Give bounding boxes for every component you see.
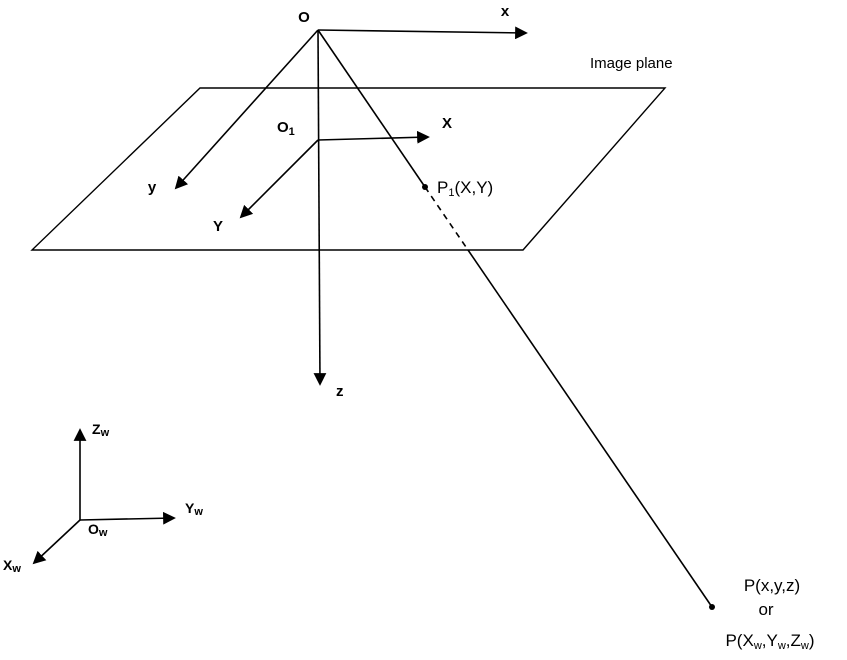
world-y-axis	[79, 511, 176, 525]
camera-y-axis	[174, 29, 319, 190]
projection-ray-upper	[317, 29, 426, 188]
image-plane-outline	[30, 87, 667, 251]
projection-ray-dashed	[424, 186, 469, 251]
image-y-axis-label: Y	[213, 218, 223, 235]
image-x-axis-label: X	[442, 115, 452, 132]
camera-x-axis	[317, 26, 528, 40]
world-x-axis-label: Xw	[3, 557, 21, 575]
world-point-dot	[709, 604, 715, 610]
camera-y-axis-label: y	[148, 179, 157, 196]
world-y-axis-label: Yw	[185, 500, 203, 518]
world-point-label-line3: P(Xw,Yw,Zw)	[725, 631, 814, 652]
image-point-dot	[422, 184, 428, 190]
image-x-axis	[317, 130, 430, 144]
image-point-label: P1(X,Y)	[437, 178, 493, 199]
camera-z-axis	[313, 29, 327, 386]
world-x-axis	[32, 519, 81, 565]
image-plane-label: Image plane	[590, 55, 673, 72]
camera-z-axis-label: z	[336, 383, 344, 400]
camera-origin-label: O	[298, 9, 310, 26]
camera-x-axis-label: x	[501, 3, 510, 20]
world-point-label-line2: or	[758, 600, 773, 619]
image-origin-label: O1	[277, 119, 295, 138]
world-z-axis-label: Zw	[92, 421, 110, 439]
world-origin-label: Ow	[88, 521, 108, 539]
world-point-label-line1: P(x,y,z)	[744, 576, 800, 595]
image-y-axis	[239, 139, 319, 219]
projection-ray-lower	[467, 249, 713, 608]
